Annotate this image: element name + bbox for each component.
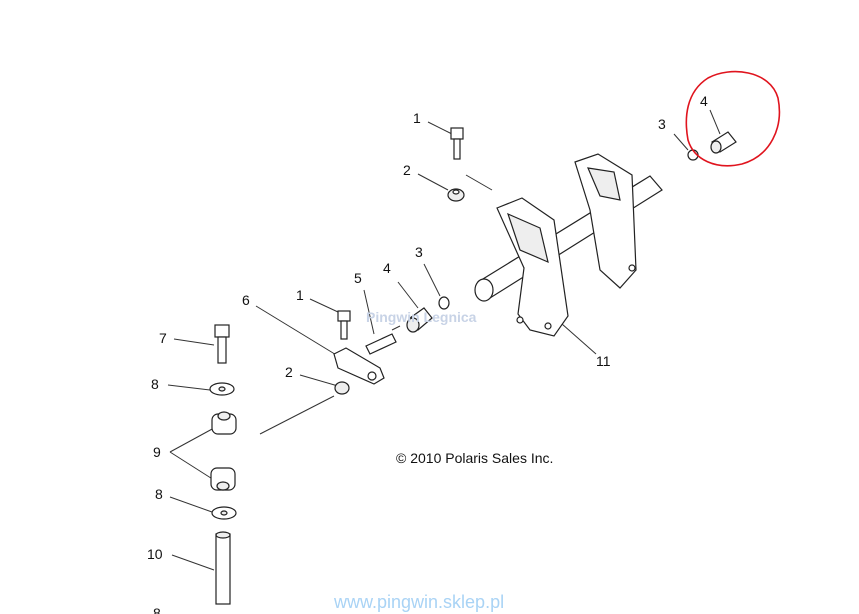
callout-6-bracket: 6 bbox=[242, 292, 250, 308]
callout-7-bolt: 7 bbox=[159, 330, 167, 346]
callout-8-washer-mid: 8 bbox=[155, 486, 163, 502]
part-pin bbox=[365, 333, 397, 355]
part-mid-nut bbox=[334, 381, 350, 395]
part-mid-oring bbox=[438, 296, 450, 310]
callout-10-rod: 10 bbox=[147, 546, 163, 562]
watermark-text: Pingwin Legnica bbox=[366, 309, 477, 325]
part-shaft-and-arms bbox=[474, 153, 663, 337]
part-top-bolt bbox=[450, 127, 464, 160]
callout-4-bushing: 4 bbox=[383, 260, 391, 276]
callout-1-top-bolt: 1 bbox=[413, 110, 421, 126]
callout-3-oring: 3 bbox=[415, 244, 423, 260]
part-mid-bolt bbox=[337, 310, 351, 340]
part-rod bbox=[215, 531, 231, 605]
callout-1-mid-bolt: 1 bbox=[296, 287, 304, 303]
highlight-circle bbox=[685, 70, 781, 167]
copyright-text: © 2010 Polaris Sales Inc. bbox=[396, 450, 553, 466]
part-top-nut bbox=[447, 188, 465, 202]
part-grommet-bottom bbox=[210, 467, 236, 491]
callout-11-arm: 11 bbox=[596, 353, 611, 369]
part-bracket bbox=[333, 347, 385, 385]
callout-2-nut: 2 bbox=[285, 364, 293, 380]
callout-8-washer-bottom: 8 bbox=[153, 605, 161, 614]
leader-lines bbox=[167, 109, 721, 571]
callout-5-pin: 5 bbox=[354, 270, 362, 286]
part-mid-bushing bbox=[406, 307, 433, 333]
callout-3-right-oring: 3 bbox=[658, 116, 666, 132]
callout-4-right-bushing: 4 bbox=[700, 93, 708, 109]
website-url: www.pingwin.sklep.pl bbox=[333, 592, 504, 612]
part-washer-top bbox=[209, 382, 235, 396]
part-right-bushing bbox=[710, 131, 737, 154]
callout-2-top-nut: 2 bbox=[403, 162, 411, 178]
callout-8-washer: 8 bbox=[151, 376, 159, 392]
callout-9-grommet: 9 bbox=[153, 444, 161, 460]
part-grommet-top bbox=[211, 411, 237, 435]
part-washer-mid bbox=[211, 506, 237, 520]
part-long-bolt bbox=[214, 324, 230, 364]
